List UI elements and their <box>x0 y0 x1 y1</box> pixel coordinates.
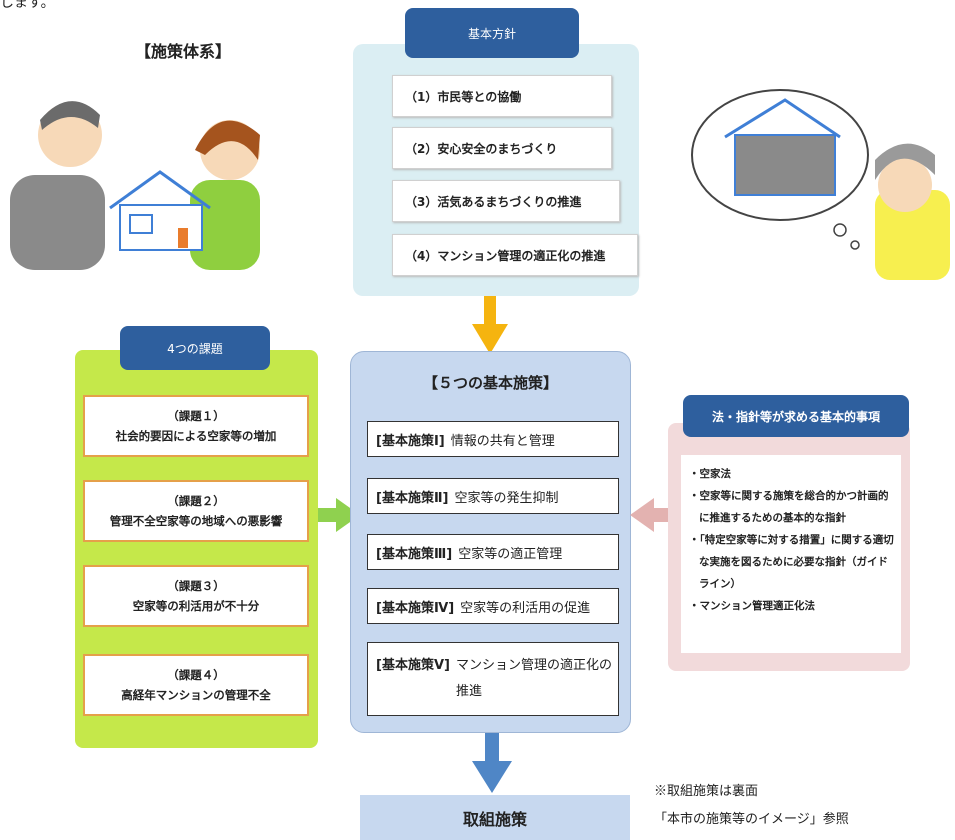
footnote-line-2: 「本市の施策等のイメージ」参照 <box>654 812 849 827</box>
issue-number: （課題３） <box>167 579 225 593</box>
law-tab: 法・指針等が求める基本的事項 <box>683 395 909 437</box>
issue-number: （課題１） <box>167 409 225 423</box>
measure-box-5: [基本施策Ⅴ] マンション管理の適正化の推進 <box>367 642 619 716</box>
measure-tag: [基本施策Ⅳ] <box>376 600 455 616</box>
arrow-left-pink <box>630 498 672 532</box>
policy-item-4: （4）マンション管理の適正化の推進 <box>392 234 638 276</box>
issue-number: （課題４） <box>167 668 225 682</box>
top-text-fragment: します。 <box>0 0 55 11</box>
measures-title: 【５つの基本施策】 <box>422 374 558 392</box>
issue-number: （課題２） <box>167 494 225 508</box>
basic-policy-tab: 基本方針 <box>405 8 579 58</box>
measure-box-2: [基本施策Ⅱ] 空家等の発生抑制 <box>367 478 619 514</box>
law-item: ・マンション管理適正化法 <box>689 600 815 612</box>
arrow-right-green <box>318 498 360 532</box>
policy-item-1: （1）市民等との協働 <box>392 75 612 117</box>
measure-tag: [基本施策Ⅱ] <box>376 490 449 506</box>
couple-house-illustration <box>10 101 260 270</box>
measure-text: 空家等の利活用の促進 <box>460 600 591 616</box>
policy-item-2: （2）安心安全のまちづくり <box>392 127 612 169</box>
issue-box-4: （課題４） 高経年マンションの管理不全 <box>83 654 309 716</box>
measure-tag: [基本施策Ⅴ] <box>376 658 450 673</box>
arrow-down-orange <box>472 296 508 354</box>
issue-text: 管理不全空家等の地域への悪影響 <box>109 514 283 528</box>
policy-item-3: （3）活気あるまちづくりの推進 <box>392 180 620 222</box>
issue-text: 空家等の利活用が不十分 <box>132 599 260 613</box>
measure-box-4: [基本施策Ⅳ] 空家等の利活用の促進 <box>367 588 619 624</box>
arrow-down-blue <box>472 733 512 793</box>
measure-text: 空家等の適正管理 <box>458 546 563 562</box>
law-list: ・空家法 ・空家等に関する施策を総合的かつ計画的に推進するための基本的な指針 ・… <box>681 455 901 653</box>
measure-text: マンション管理の適正化の推進 <box>455 658 612 699</box>
footnote-line-1: ※取組施策は裏面 <box>654 784 759 799</box>
measure-box-3: [基本施策Ⅲ] 空家等の適正管理 <box>367 534 619 570</box>
issue-box-2: （課題２） 管理不全空家等の地域への悪影響 <box>83 480 309 542</box>
measure-text: 情報の共有と管理 <box>450 433 555 449</box>
measure-box-1: [基本施策Ⅰ] 情報の共有と管理 <box>367 421 619 457</box>
issues-tab: 4つの課題 <box>120 326 270 370</box>
law-item: ・空家法 <box>689 468 731 480</box>
issue-text: 高経年マンションの管理不全 <box>121 688 271 702</box>
measure-tag: [基本施策Ⅲ] <box>376 546 453 562</box>
issue-text: 社会的要因による空家等の増加 <box>115 429 277 443</box>
result-box: 取組施策 <box>360 795 630 840</box>
worried-resident-illustration <box>691 89 950 280</box>
issue-box-1: （課題１） 社会的要因による空家等の増加 <box>83 395 309 457</box>
measure-tag: [基本施策Ⅰ] <box>376 433 445 449</box>
law-item: ・空家等に関する施策を総合的かつ計画的に推進するための基本的な指針 <box>689 490 889 524</box>
issue-box-3: （課題３） 空家等の利活用が不十分 <box>83 565 309 627</box>
law-item: ・「特定空家等に対する措置」に関する適切な実施を図るために必要な指針（ガイドライ… <box>689 534 894 590</box>
page-title: 【施策体系】 <box>135 42 232 61</box>
measure-text: 空家等の発生抑制 <box>454 490 559 506</box>
